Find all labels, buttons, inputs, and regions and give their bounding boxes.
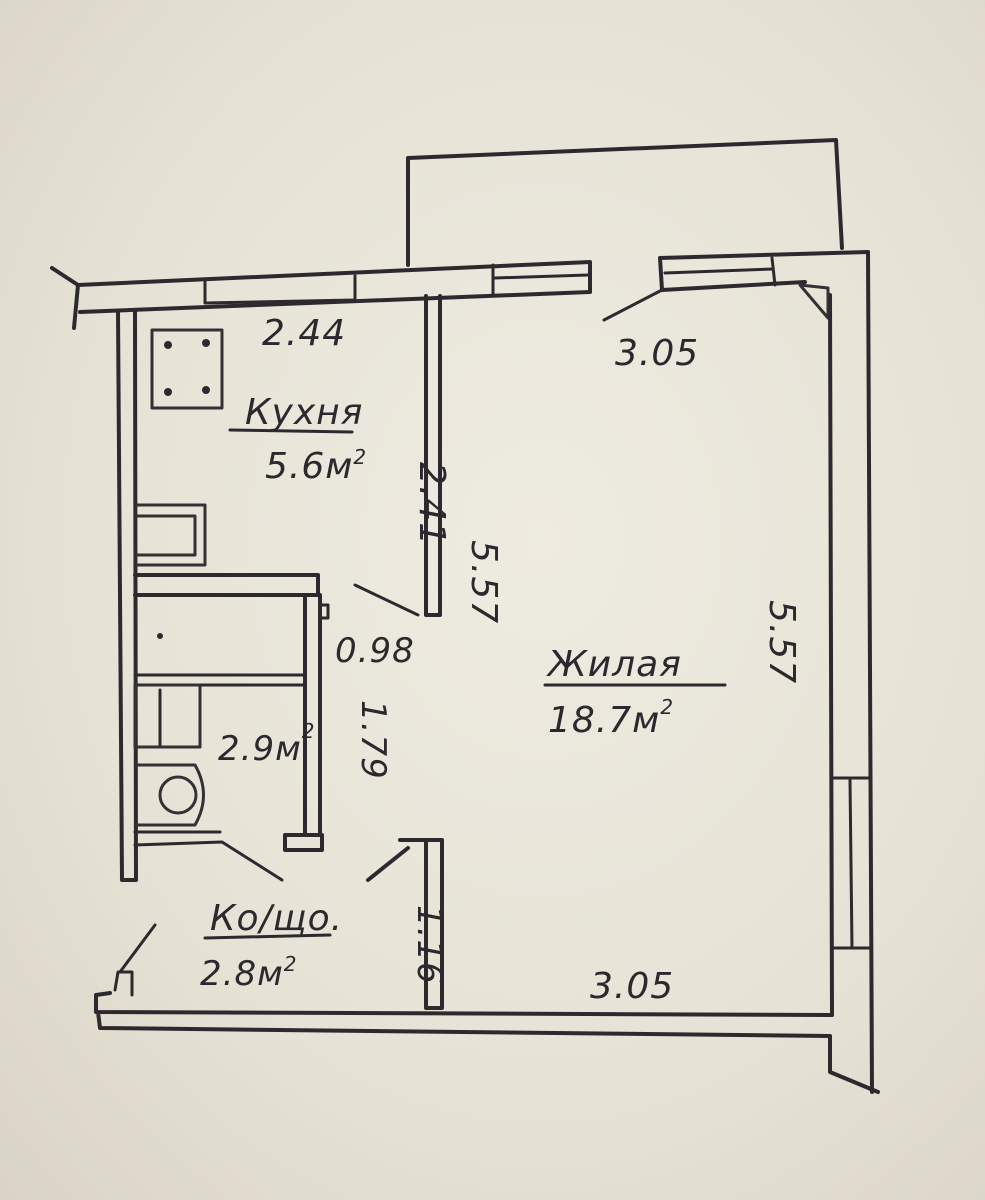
- kitchen-sink: [135, 503, 207, 567]
- kitchen-window: [203, 274, 357, 305]
- partition-kitchen-living: [424, 294, 442, 617]
- corridor-name: Ко/що.: [210, 898, 343, 939]
- drain-dot: [157, 633, 163, 639]
- dim-living-bottom: 3.05: [590, 966, 674, 1007]
- bath-sink: [133, 683, 202, 749]
- bottom-wall: [94, 991, 880, 1094]
- toilet: [135, 763, 205, 827]
- top-window-left: [491, 263, 590, 297]
- balcony: [406, 138, 844, 267]
- dim-kitchen-depth: 2.41: [411, 462, 452, 546]
- dim-corridor-wall: 1.16: [409, 905, 449, 985]
- dim-kitchen-width: 2.44: [262, 313, 346, 354]
- corner-chimney: [798, 283, 830, 320]
- kitchen-underline: [228, 428, 354, 434]
- dim-living-top: 3.05: [615, 333, 699, 374]
- right-window: [830, 776, 872, 950]
- dim-living-right: 5.57: [761, 600, 802, 684]
- top-wall: [50, 250, 870, 330]
- living-door-swing: [602, 288, 664, 322]
- kitchen-door-swing: [353, 583, 420, 617]
- living-area: 18.7м2: [548, 695, 674, 741]
- entry-door: [113, 923, 157, 997]
- corridor-area: 2.8м2: [200, 952, 297, 994]
- corridor-wall: [366, 838, 444, 1010]
- bathroom-area: 2.9м2: [218, 719, 315, 769]
- corridor-underline: [203, 933, 332, 940]
- bathroom-bottom: [133, 830, 284, 882]
- right-wall: [828, 250, 874, 1094]
- kitchen-name: Кухня: [245, 392, 363, 433]
- dim-bath-length: 1.79: [353, 700, 393, 780]
- dim-living-left: 5.57: [463, 540, 504, 624]
- bath-door-marker: [318, 603, 330, 620]
- bathroom-walls: [133, 573, 324, 852]
- living-name: Жилая: [546, 644, 682, 685]
- top-window-right: [663, 256, 777, 287]
- dim-bath-door: 0.98: [335, 631, 415, 671]
- kitchen-area: 5.6м2: [265, 445, 367, 487]
- stove: [150, 328, 224, 410]
